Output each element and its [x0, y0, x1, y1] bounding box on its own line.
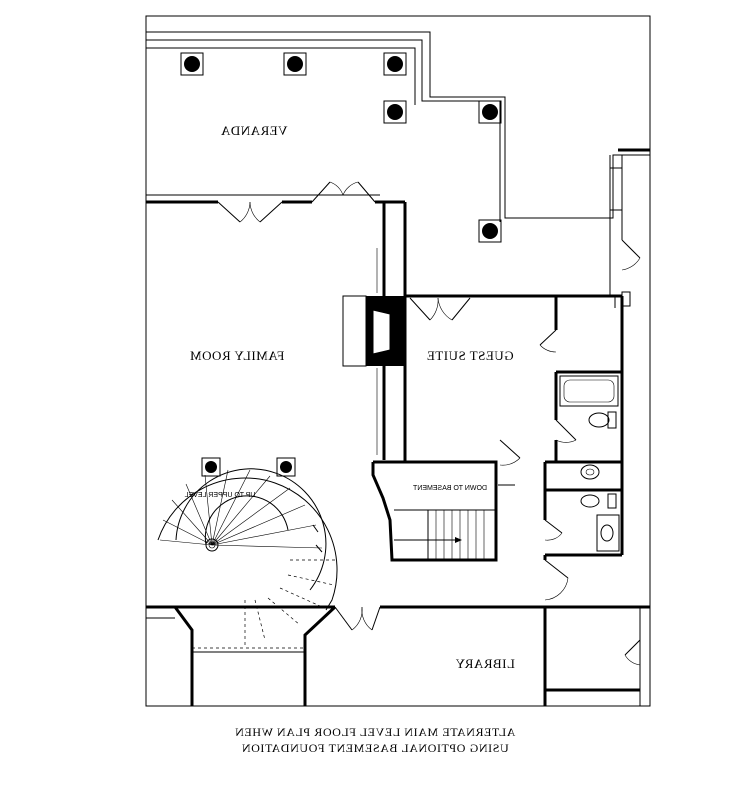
column — [283, 52, 307, 76]
caption-line-1: ALTERNATE MAIN LEVEL FLOOR PLAN WHEN — [235, 725, 516, 739]
stair-label-down: DOWN TO BASEMENT — [412, 485, 487, 492]
column — [383, 52, 407, 76]
basement-stair — [371, 460, 515, 562]
column — [478, 100, 502, 124]
room-label-veranda: VERANDA — [220, 123, 287, 138]
bath-fixtures — [580, 411, 620, 552]
room-label-family-room: FAMILY ROOM — [190, 348, 285, 363]
veranda-outline — [146, 31, 650, 295]
plan-outer-border — [145, 15, 651, 707]
column — [276, 457, 296, 477]
column — [478, 219, 502, 243]
veranda-columns — [180, 52, 502, 477]
fireplace — [342, 295, 404, 367]
column — [180, 52, 204, 76]
caption-line-2: USING OPTIONAL BASEMENT FOUNDATION — [241, 741, 508, 755]
room-label-library: LIBRARY — [455, 656, 515, 671]
spiral-stair — [157, 468, 338, 648]
family-room-doors — [217, 181, 376, 223]
column — [383, 100, 407, 124]
room-label-guest-suite: GUEST SUITE — [426, 348, 513, 363]
column — [201, 457, 221, 477]
guest-suite-walls — [403, 291, 631, 560]
family-room-walls — [146, 200, 650, 609]
guest-suite-door — [409, 297, 471, 321]
bathtub — [559, 375, 619, 407]
interior-doors — [499, 329, 577, 601]
library-walls — [146, 605, 640, 706]
stair-label-up: UP TO UPPER LEVEL — [184, 492, 255, 499]
